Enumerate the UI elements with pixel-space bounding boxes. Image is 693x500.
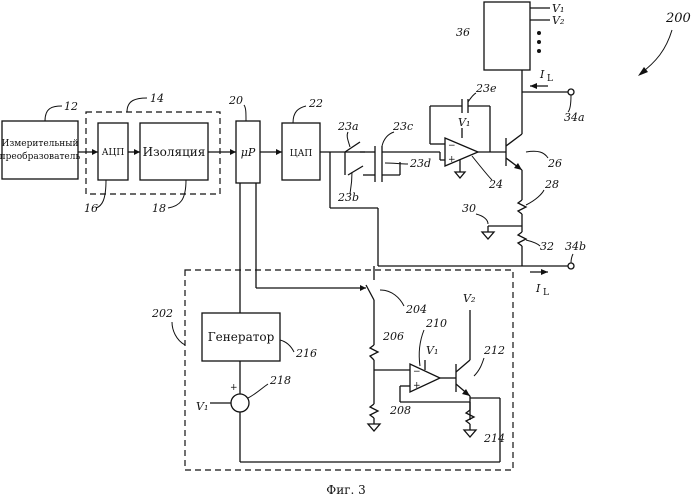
- transistor-26: [506, 92, 522, 196]
- il-bottom-sub: L: [543, 288, 549, 298]
- dac-label: ЦАП: [290, 149, 313, 159]
- svg-text:−: −: [413, 367, 421, 377]
- ref-212: 212: [483, 344, 505, 357]
- svg-text:+: +: [413, 381, 421, 391]
- summing-node-218: [231, 394, 249, 412]
- ref-18: 18: [152, 202, 166, 215]
- ground-214: [464, 398, 500, 462]
- adc-label: АЦП: [102, 148, 125, 158]
- ref-16: 16: [84, 202, 98, 215]
- ref-23c: 23c: [392, 120, 413, 133]
- switch-204: [366, 266, 374, 345]
- summing-plus: +: [230, 383, 238, 393]
- ref-200: 200: [665, 11, 691, 26]
- ref-208: 208: [389, 404, 411, 417]
- ref-26: 26: [547, 157, 562, 170]
- opamp-210-v1: V₁: [426, 344, 438, 357]
- ref-32: 32: [540, 240, 554, 253]
- il-bottom: I: [535, 282, 541, 295]
- transistor-212: [456, 310, 470, 420]
- ref-23e: 23e: [475, 82, 497, 95]
- ref-36: 36: [456, 26, 470, 39]
- opamp-24: − +: [430, 99, 506, 178]
- ref-22: 22: [308, 97, 323, 110]
- sensor-label-line2: преобразователь: [0, 151, 80, 162]
- ref-24: 24: [488, 178, 503, 191]
- ref-23b: 23b: [337, 191, 359, 204]
- ref-218: 218: [269, 374, 291, 387]
- ref-204: 204: [405, 303, 427, 316]
- ref-23a: 23a: [337, 120, 359, 133]
- ref-23d: 23d: [409, 157, 431, 170]
- ref-202: 202: [151, 307, 173, 320]
- ground-208: [368, 396, 380, 431]
- il-top-sub: L: [547, 74, 553, 84]
- ref-206: 206: [382, 330, 404, 343]
- mcu-label: μP: [241, 146, 256, 159]
- opamp-24-v1: V₁: [458, 116, 470, 129]
- ref-34b: 34b: [565, 240, 586, 253]
- block-36: [484, 2, 530, 70]
- resistor-32: [518, 226, 526, 266]
- il-top: I: [539, 68, 545, 81]
- ref-34a: 34a: [564, 111, 585, 124]
- svg-text:+: +: [448, 155, 456, 165]
- ref-210: 210: [425, 317, 447, 330]
- figure-caption: Фиг. 3: [326, 483, 366, 497]
- ground-30: [482, 226, 522, 239]
- resistor-28: [518, 196, 526, 226]
- sensor-block: [2, 121, 78, 179]
- svg-text:−: −: [448, 141, 456, 151]
- isolation-label: Изоляция: [143, 145, 206, 159]
- ref-214: 214: [483, 432, 505, 445]
- ref-30: 30: [462, 202, 476, 215]
- ref-28: 28: [544, 178, 559, 191]
- summing-v1: V₁: [196, 400, 208, 413]
- block-36-v2: V₂: [552, 14, 564, 27]
- generator-label: Генератор: [208, 330, 275, 344]
- transistor-212-v2: V₂: [463, 292, 475, 305]
- ref-20: 20: [228, 94, 243, 107]
- ref-14: 14: [150, 92, 164, 105]
- sensor-label-line1: Измерительный: [2, 139, 79, 149]
- ref-12: 12: [64, 100, 78, 113]
- ref-216: 216: [295, 347, 317, 360]
